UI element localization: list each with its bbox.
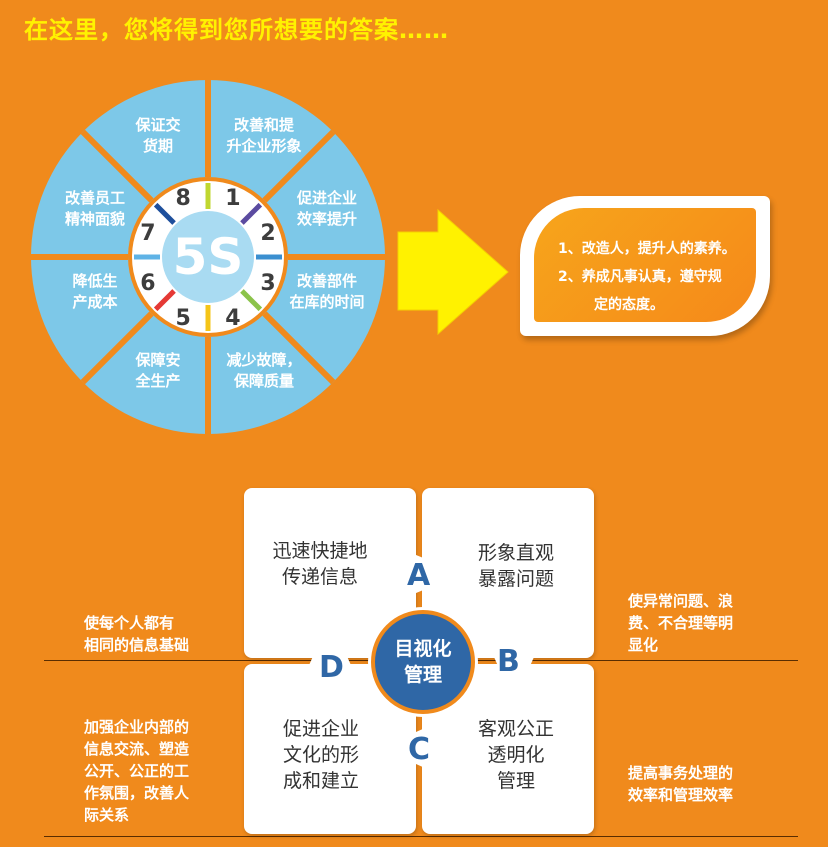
note-left-top: 使每个人都有相同的信息基础 xyxy=(84,614,190,654)
arrow-a-label: A xyxy=(407,558,431,593)
5s-wheel: 12 34 56 78 5S xyxy=(31,80,509,434)
arrow-a-icon xyxy=(404,550,462,598)
arrow-b-label: B xyxy=(497,644,520,679)
result-line-1: 1、改造人，提升人的素养。 xyxy=(558,241,736,257)
wheel-number-2: 2 xyxy=(260,221,275,246)
segment-label-2: 促进企业效率提升 xyxy=(296,189,357,228)
segment-label-4: 减少故障，保障质量 xyxy=(226,351,302,390)
wheel-center xyxy=(162,211,254,303)
wheel-tick xyxy=(240,289,263,312)
arrow-d-icon xyxy=(306,618,354,672)
segment-label-7: 改善员工精神面貌 xyxy=(64,189,125,228)
wheel-tick xyxy=(153,289,176,312)
right-arrow-icon xyxy=(397,208,509,336)
result-callout-inner: 1、改造人，提升人的素养。 2、养成凡事认真，遵守规 定的态度。 xyxy=(534,208,756,322)
wheel-number-4: 4 xyxy=(225,306,240,331)
note-right-bottom: 提高事务处理的效率和管理效率 xyxy=(628,764,734,804)
segment-label-5: 保障安全生产 xyxy=(135,351,181,390)
wheel-divider xyxy=(80,129,154,203)
card-top-left-text: 迅速快捷地传递信息 xyxy=(272,540,368,588)
wheel-divider xyxy=(262,129,336,203)
wheel-tick xyxy=(240,202,263,225)
card-bottom-left-text: 促进企业文化的形成和建立 xyxy=(282,718,359,792)
result-line-2: 2、养成凡事认真，遵守规 xyxy=(558,269,722,285)
wheel-number-5: 5 xyxy=(175,306,190,331)
page-title: 在这里，您将得到您所想要的答案…… xyxy=(24,16,449,44)
wheel-number-8: 8 xyxy=(175,186,190,211)
note-right-top: 使异常问题、浪费、不合理等明显化 xyxy=(628,592,734,654)
note-left-bottom: 加强企业内部的信息交流、塑造公开、公正的工作氛围，改善人际关系 xyxy=(84,718,190,824)
card-top-right-text: 形象直观暴露问题 xyxy=(477,542,554,590)
center-label: 目视化管理 xyxy=(394,638,452,686)
wheel-divider xyxy=(262,311,336,385)
segment-label-3: 改善部件在库的时间 xyxy=(289,272,365,311)
segment-label-6: 降低生产成本 xyxy=(72,272,118,311)
center-circle: 目视化管理 xyxy=(371,610,475,714)
wheel-number-6: 6 xyxy=(140,271,155,296)
arrow-c-icon xyxy=(380,724,434,772)
wheel-number-3: 3 xyxy=(260,271,275,296)
divider-line-bottom xyxy=(44,836,798,837)
wheel-number-7: 7 xyxy=(140,221,155,246)
wheel-number-1: 1 xyxy=(225,186,240,211)
result-line-3: 定的态度。 xyxy=(594,297,664,313)
segment-label-8: 保证交货期 xyxy=(135,116,181,155)
segment-label-1: 改善和提升企业形象 xyxy=(226,116,302,155)
wheel-tick xyxy=(153,202,176,225)
wheel-center-label: 5S xyxy=(173,228,244,286)
arrow-d-label: D xyxy=(319,650,344,685)
arrow-c-label: C xyxy=(408,732,431,767)
arrow-b-icon xyxy=(490,648,538,702)
result-callout: 1、改造人，提升人的素养。 2、养成凡事认真，遵守规 定的态度。 xyxy=(520,196,770,336)
card-bottom-right-text: 客观公正透明化管理 xyxy=(477,718,554,792)
wheel-divider xyxy=(80,311,154,385)
